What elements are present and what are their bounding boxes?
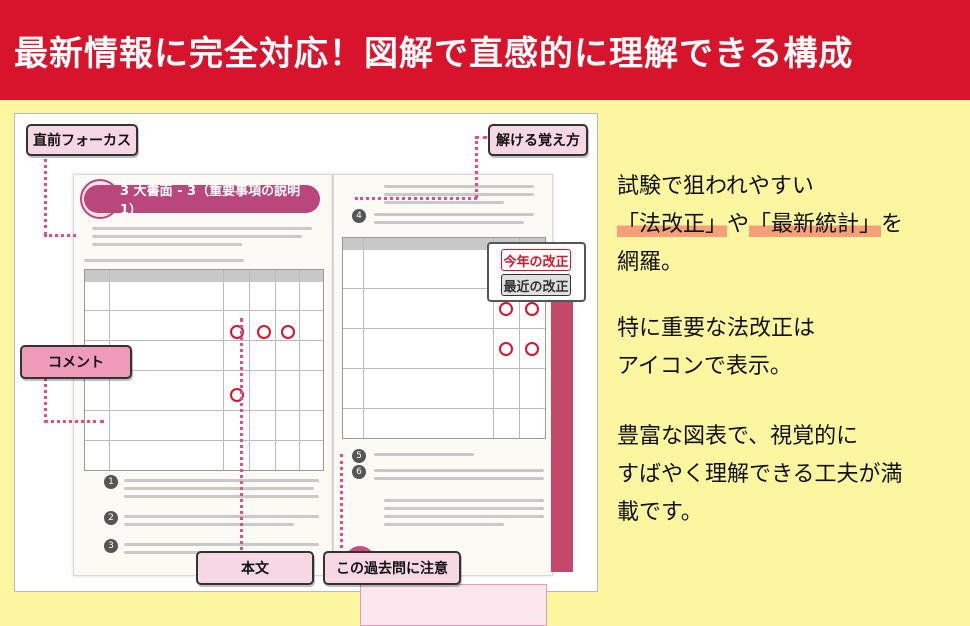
- text-line: [92, 227, 312, 230]
- connector-line: [44, 152, 47, 236]
- highlight-latest-stats: 「最新統計」: [749, 212, 882, 237]
- connector-line: [44, 420, 104, 423]
- right-page: 4 5 6: [333, 174, 553, 576]
- table-col-divider: [493, 238, 494, 438]
- connector-line: [355, 197, 477, 200]
- connector-line: [475, 136, 478, 198]
- text-line: [124, 543, 319, 546]
- number-icon: 4: [352, 209, 366, 223]
- table-row-divider: [85, 340, 323, 341]
- table-col-divider: [363, 238, 364, 438]
- text-line: [124, 523, 294, 526]
- number-icon: 6: [352, 465, 366, 479]
- text-line: [124, 551, 264, 554]
- number-icon: 1: [104, 475, 118, 489]
- side-text-line5: アイコンで表示。: [617, 354, 792, 379]
- side-text-line8: 載です。: [617, 500, 703, 525]
- table-row-divider: [85, 440, 323, 441]
- circle-mark-icon: [499, 302, 513, 316]
- text-line: [124, 479, 319, 482]
- table-col-divider: [519, 238, 520, 438]
- text-line: [92, 235, 302, 238]
- text-line: [384, 507, 544, 510]
- section-heading: 3 大書面 - 3（重要事項の説明 1）: [84, 184, 320, 218]
- amendment-badges-panel: 今年の改正 最近の改正: [487, 242, 586, 302]
- connector-line: [240, 318, 243, 558]
- number-icon: 3: [104, 539, 118, 553]
- text-line: [384, 185, 534, 188]
- number-icon: 5: [352, 449, 366, 463]
- text-line: [384, 499, 544, 502]
- circle-mark-icon: [525, 342, 539, 356]
- connector-line: [475, 136, 487, 139]
- callout-past-exam-label: この過去問に注意: [336, 561, 448, 577]
- circle-mark-icon: [499, 342, 513, 356]
- callout-memory-label: 解ける覚え方: [496, 133, 580, 149]
- callout-comment: コメント: [20, 345, 132, 379]
- circle-mark-icon: [257, 325, 271, 339]
- text-line: [374, 453, 474, 456]
- table-row-divider: [343, 368, 545, 369]
- past-exam-box: [360, 584, 547, 626]
- callout-comment-label: コメント: [48, 355, 104, 371]
- callout-focus: 直前フォーカス: [26, 124, 138, 156]
- recent-amendment-badge: 最近の改正: [501, 274, 571, 296]
- text-line: [374, 221, 524, 224]
- text-line: [384, 193, 534, 196]
- table-row-divider: [85, 410, 323, 411]
- side-text-particle: を: [881, 212, 904, 237]
- callout-body-label: 本文: [241, 561, 269, 577]
- left-page: 3 大書面 - 3（重要事項の説明 1） 1 2: [73, 174, 333, 576]
- text-line: [384, 523, 504, 526]
- table-row-divider: [343, 288, 545, 289]
- side-text-connector: や: [727, 212, 750, 237]
- chapter-tab: [551, 242, 573, 572]
- circle-mark-icon: [281, 325, 295, 339]
- text-line: [384, 515, 544, 518]
- text-line: [92, 243, 242, 246]
- side-text-line3: 網羅。: [617, 250, 684, 275]
- text-line: [124, 487, 314, 490]
- circle-mark-icon: [525, 302, 539, 316]
- callout-memory: 解ける覚え方: [488, 124, 588, 156]
- number-icon: 2: [104, 511, 118, 525]
- highlight-law-amendment: 「法改正」: [617, 212, 728, 237]
- table-row-divider: [343, 328, 545, 329]
- table-row-divider: [343, 408, 545, 409]
- side-text-line2: 「法改正」や「最新統計」を: [617, 206, 903, 244]
- side-text-line1: 試験で狙われやすい: [617, 174, 814, 199]
- side-text-line7: すばやく理解できる工夫が満: [617, 462, 903, 487]
- table-header: [85, 270, 323, 282]
- text-line: [84, 259, 244, 262]
- header-banner: 最新情報に完全対応！図解で直感的に理解できる構成: [0, 0, 970, 100]
- new-amendment-label: 今年の改正: [503, 254, 569, 270]
- side-text-line6: 豊富な図表で、視覚的に: [617, 424, 859, 449]
- text-line: [374, 213, 534, 216]
- table-row-divider: [85, 310, 323, 311]
- recent-amendment-label: 最近の改正: [503, 279, 569, 295]
- side-text-line4: 特に重要な法改正は: [617, 316, 816, 341]
- table-row-divider: [85, 370, 323, 371]
- text-line: [124, 495, 319, 498]
- banner-title: 最新情報に完全対応！図解で直感的に理解できる構成: [14, 33, 854, 74]
- text-line: [374, 477, 544, 480]
- connector-line: [44, 234, 76, 237]
- callout-past-exam: この過去問に注意: [323, 551, 461, 585]
- circle-mark-icon: [230, 325, 244, 339]
- new-amendment-badge: 今年の改正: [501, 249, 571, 271]
- book-spread-image: 3 大書面 - 3（重要事項の説明 1） 1 2: [14, 113, 598, 626]
- text-line: [384, 201, 504, 204]
- callout-body: 本文: [196, 551, 314, 585]
- circle-mark-icon: [230, 388, 244, 402]
- section-heading-text: 3 大書面 - 3（重要事項の説明 1）: [120, 184, 301, 218]
- connector-line: [340, 454, 343, 554]
- text-line: [124, 515, 319, 518]
- connector-line: [44, 373, 47, 423]
- text-line: [374, 469, 544, 472]
- callout-focus-label: 直前フォーカス: [33, 133, 131, 149]
